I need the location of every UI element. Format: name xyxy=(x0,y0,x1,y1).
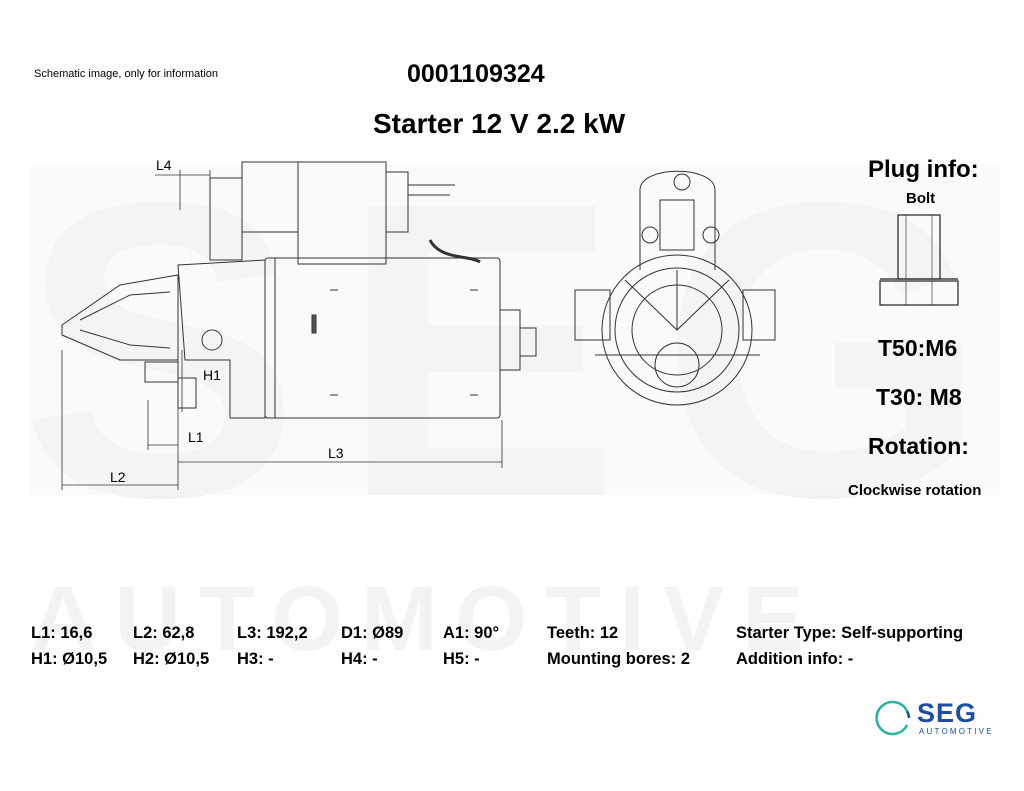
spec-l3: L3: 192,2 xyxy=(237,624,308,642)
spec-addition-info: Addition info: - xyxy=(736,650,854,668)
spec-d1: D1: Ø89 xyxy=(341,624,404,642)
part-number: 0001109324 xyxy=(407,60,545,88)
dim-label-l4: L4 xyxy=(156,157,172,173)
spec-h5: H5: - xyxy=(443,650,480,668)
rotation-title: Rotation: xyxy=(868,433,969,459)
spec-l1: L1: 16,6 xyxy=(31,624,93,642)
spec-h1: H1: Ø10,5 xyxy=(31,650,108,668)
spec-h3: H3: - xyxy=(237,650,274,668)
spec-mounting-bores: Mounting bores: 2 xyxy=(547,650,690,668)
seg-logo-text: SEG xyxy=(917,698,978,728)
terminal-t50: T50:M6 xyxy=(878,335,958,361)
seg-logo-subtext: AUTOMOTIVE xyxy=(919,727,994,736)
side-view-drawing: L4 H1 L1 L3 L2 xyxy=(61,157,537,490)
seg-logo-icon xyxy=(875,700,911,736)
dim-label-l1: L1 xyxy=(188,429,204,445)
product-subtitle: Starter 12 V 2.2 kW xyxy=(373,108,626,139)
spec-a1: A1: 90° xyxy=(443,624,500,642)
spec-l2: L2: 62,8 xyxy=(133,624,195,642)
spec-h2: H2: Ø10,5 xyxy=(133,650,210,668)
disclaimer: Schematic image, only for information xyxy=(34,68,219,80)
bolt-icon xyxy=(879,214,959,306)
spec-starter-type: Starter Type: Self-supporting xyxy=(736,624,964,642)
dim-label-h1: H1 xyxy=(203,367,221,383)
rotation-value: Clockwise rotation xyxy=(848,482,982,499)
terminal-t30: T30: M8 xyxy=(876,384,962,410)
spec-h4: H4: - xyxy=(341,650,378,668)
front-view-drawing xyxy=(574,170,776,406)
watermark-wide: AUTOMOTIVE xyxy=(30,568,822,670)
dim-label-l2: L2 xyxy=(110,469,126,485)
dim-label-l3: L3 xyxy=(328,445,344,461)
spec-teeth: Teeth: 12 xyxy=(547,624,619,642)
plug-type: Bolt xyxy=(906,190,936,207)
plug-info-title: Plug info: xyxy=(868,156,979,183)
